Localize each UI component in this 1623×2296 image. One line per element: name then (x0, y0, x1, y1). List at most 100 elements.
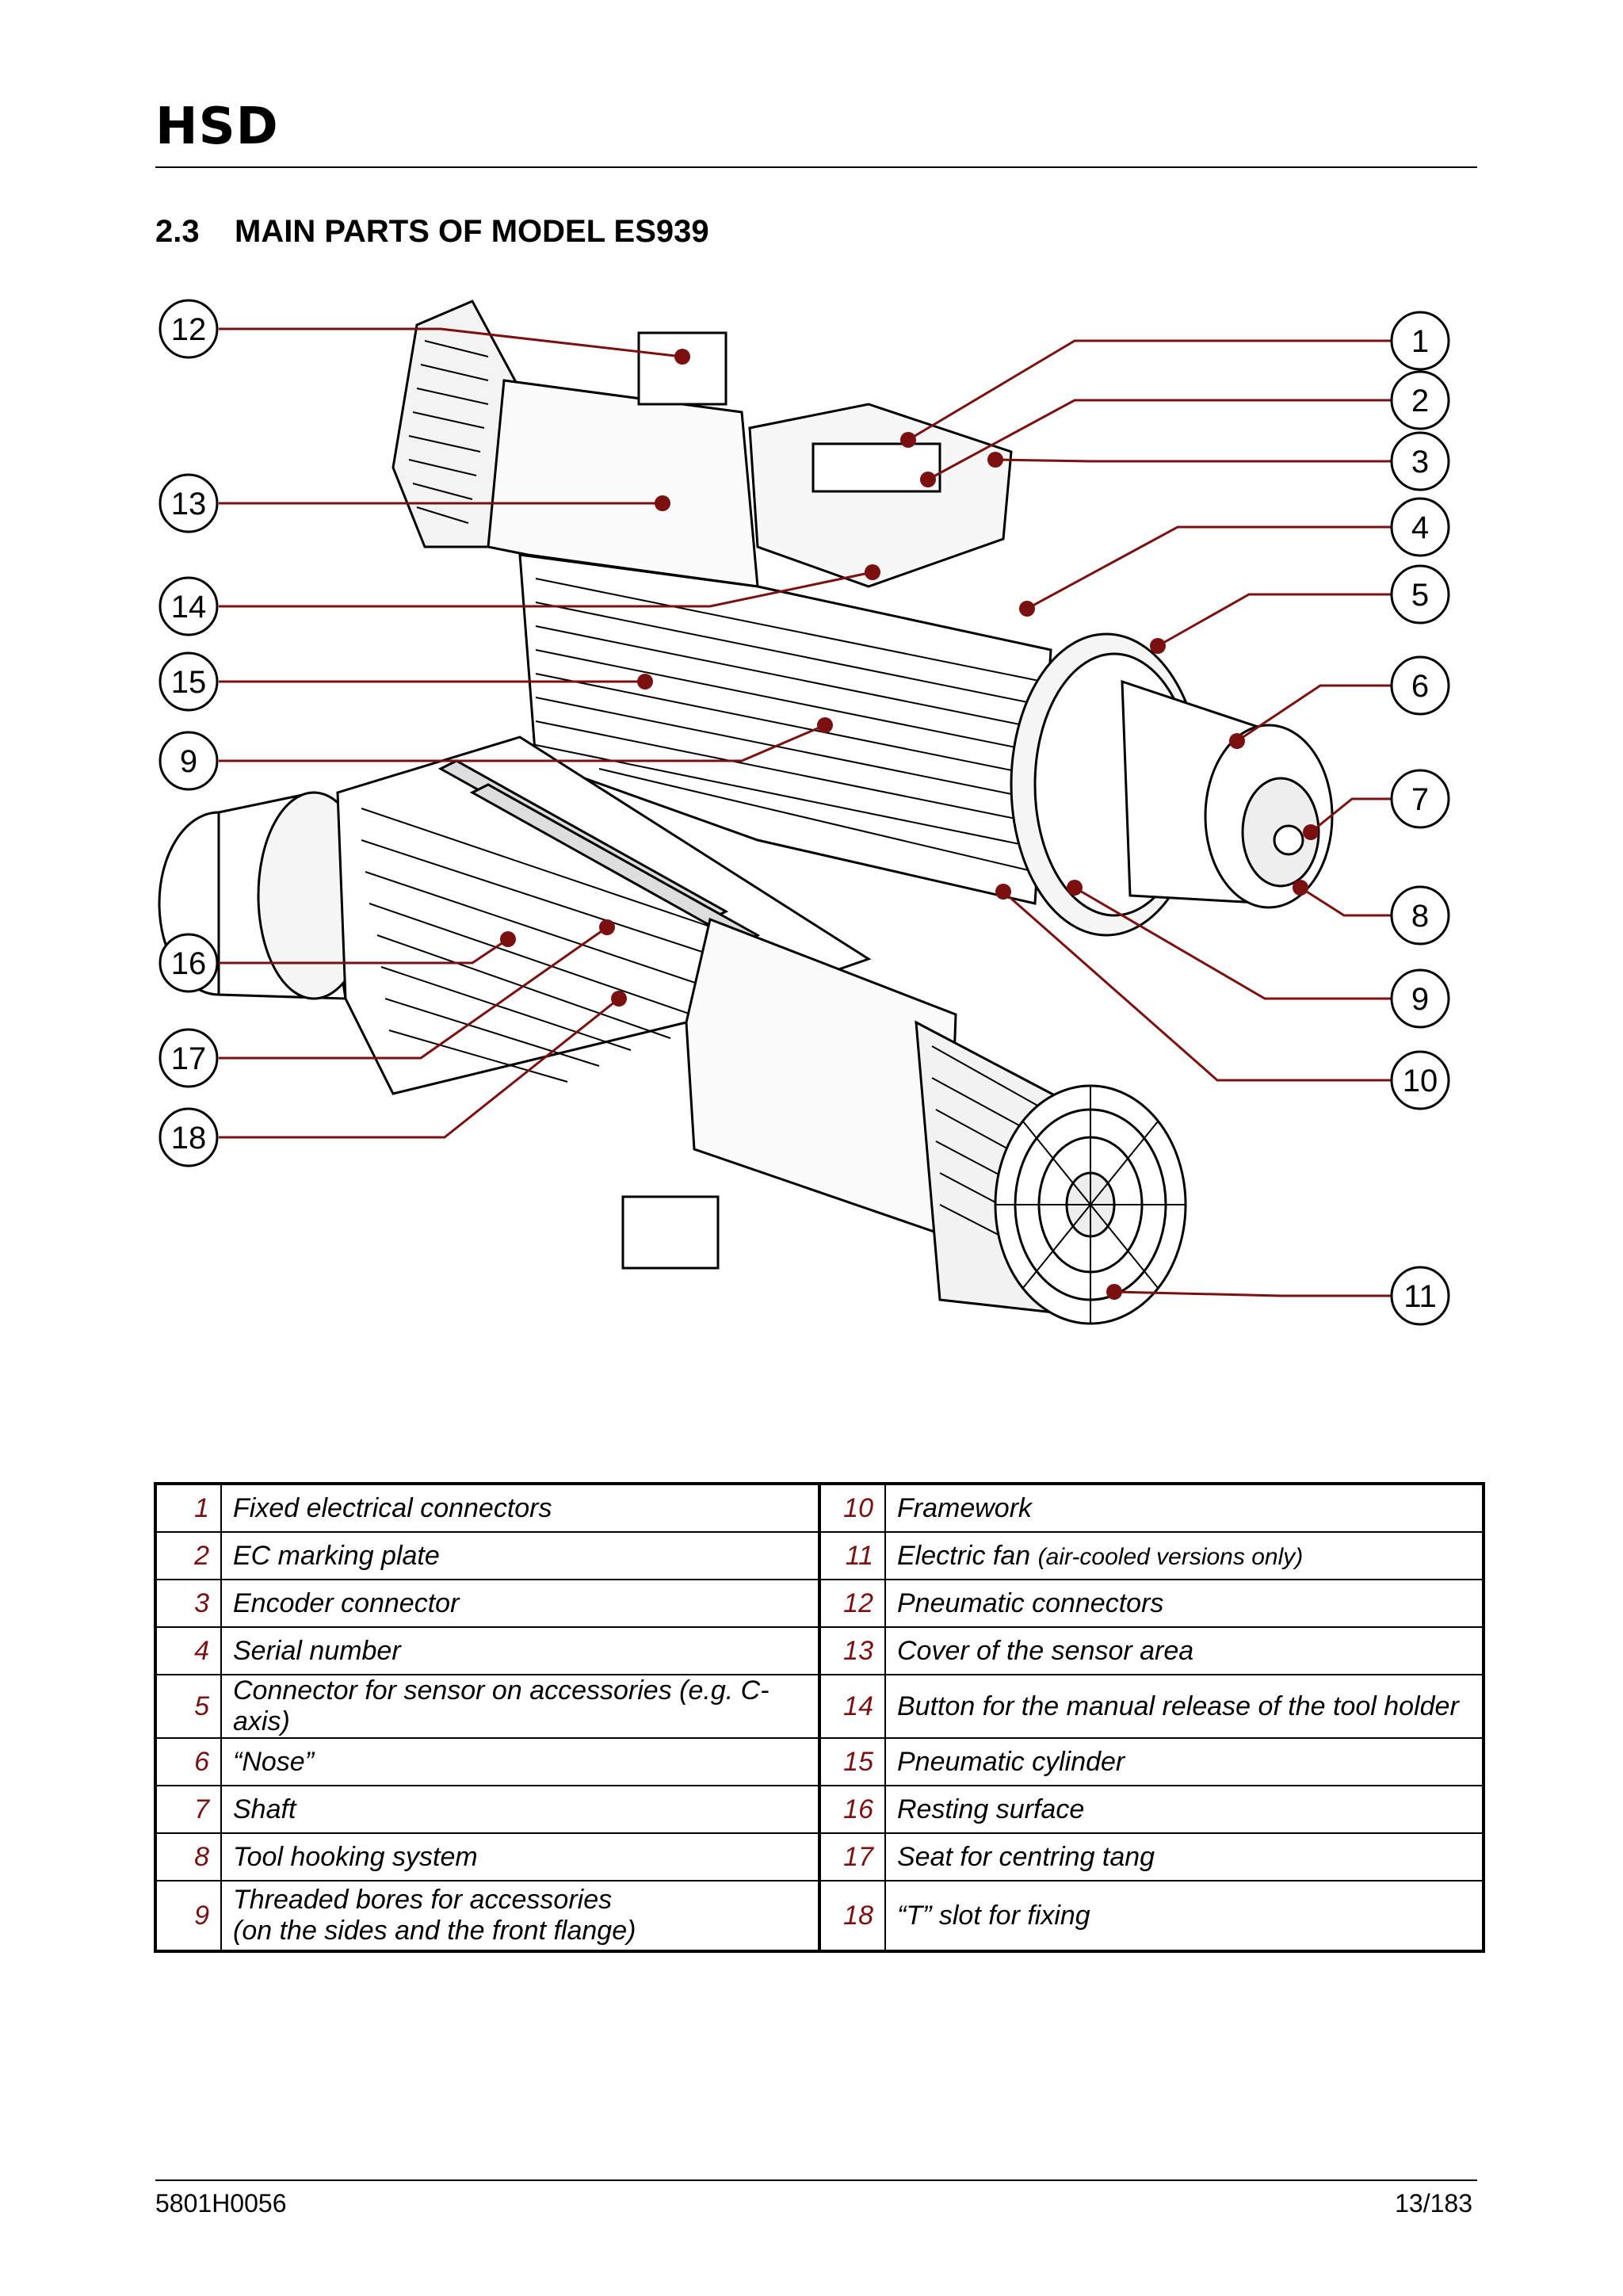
part-description: EC marking plate (220, 1531, 821, 1580)
callout-3: 3 (1390, 431, 1450, 491)
part-number: 5 (155, 1674, 222, 1739)
callout-13: 13 (158, 473, 219, 533)
parts-legend-table: 1 Fixed electrical connectors 10 Framewo… (154, 1482, 1485, 1953)
callout-10: 10 (1390, 1050, 1450, 1110)
callout-13-label: 13 (171, 487, 207, 521)
part-description: Resting surface (884, 1785, 1484, 1834)
callout-2: 2 (1390, 370, 1450, 430)
part-description: Threaded bores for accessories (233, 1885, 613, 1915)
callout-15-label: 15 (171, 665, 207, 700)
callout-10-label: 10 (1403, 1064, 1438, 1098)
part-number: 15 (819, 1737, 886, 1786)
leader-lines (219, 327, 1392, 1297)
callout-7-label: 7 (1411, 782, 1429, 817)
part-description-cell: Threaded bores for accessories(on the si… (220, 1880, 821, 1952)
callout-12: 12 (158, 299, 219, 359)
part-number: 16 (819, 1785, 886, 1834)
page-number: 13/183 (1395, 2189, 1472, 2218)
part-description: “T” slot for fixing (884, 1880, 1484, 1952)
part-number: 11 (819, 1531, 886, 1580)
callout-15: 15 (158, 651, 219, 712)
hsd-logo: HSD (155, 97, 279, 156)
callout-14-label: 14 (171, 590, 207, 625)
part-description: Seat for centring tang (884, 1832, 1484, 1881)
callout-17: 17 (158, 1028, 219, 1088)
callout-2-label: 2 (1411, 384, 1429, 418)
callout-11-label: 11 (1403, 1279, 1437, 1314)
part-number: 18 (819, 1880, 886, 1952)
table-row: 5 Connector for sensor on accessories (e… (155, 1674, 1484, 1739)
part-number: 14 (819, 1674, 886, 1739)
part-number: 3 (155, 1579, 222, 1628)
section-title: MAIN PARTS OF MODEL ES939 (235, 214, 709, 249)
callout-6: 6 (1390, 655, 1450, 716)
part-description: Cover of the sensor area (884, 1626, 1484, 1675)
part-description: Fixed electrical connectors (220, 1483, 821, 1533)
callouts-left: 12 13 14 15 9 16 17 18 (158, 299, 219, 1167)
callout-4-label: 4 (1411, 510, 1429, 545)
callout-7: 7 (1390, 769, 1450, 829)
callout-14: 14 (158, 576, 219, 636)
part-number: 1 (155, 1483, 222, 1533)
leader-dots (500, 349, 1319, 1300)
part-number: 7 (155, 1785, 222, 1834)
part-description: Pneumatic connectors (884, 1579, 1484, 1628)
callout-5-label: 5 (1411, 578, 1429, 613)
part-description: “Nose” (220, 1737, 821, 1786)
callout-5: 5 (1390, 564, 1450, 625)
callout-16: 16 (158, 933, 219, 993)
footer-divider (155, 2179, 1477, 2181)
section-number: 2.3 (155, 214, 200, 249)
header-divider (155, 166, 1477, 168)
spindle-drawing: 12 13 14 15 9 16 17 18 1 2 3 4 5 6 7 8 9… (158, 299, 1450, 1326)
upper-spindle (391, 300, 1334, 937)
section-heading: 2.3 MAIN PARTS OF MODEL ES939 (155, 216, 709, 247)
part-description: Electric fan (897, 1540, 1031, 1571)
callout-18: 18 (158, 1107, 219, 1167)
part-description: Button for the manual release of the too… (884, 1674, 1484, 1739)
lower-spindle (158, 735, 1187, 1325)
part-description-line2: (on the sides and the front flange) (233, 1916, 636, 1946)
part-number: 12 (819, 1579, 886, 1628)
callout-9-left: 9 (158, 731, 219, 791)
callout-9-left-label: 9 (180, 744, 197, 779)
table-row: 8 Tool hooking system 17 Seat for centri… (155, 1832, 1484, 1881)
part-description: Shaft (220, 1785, 821, 1834)
callout-6-label: 6 (1411, 669, 1429, 704)
table-row: 7 Shaft 16 Resting surface (155, 1785, 1484, 1834)
table-row: 4 Serial number 13 Cover of the sensor a… (155, 1626, 1484, 1675)
table-row: 1 Fixed electrical connectors 10 Framewo… (155, 1483, 1484, 1533)
callout-8: 8 (1390, 885, 1450, 946)
part-number: 6 (155, 1737, 222, 1786)
table-row: 2 EC marking plate 11 Electric fan (air-… (155, 1531, 1484, 1580)
part-description: Framework (884, 1483, 1484, 1533)
callouts-right: 1 2 3 4 5 6 7 8 9 10 11 (1390, 311, 1450, 1326)
spindle-diagram: 12 13 14 15 9 16 17 18 1 2 3 4 5 6 7 8 9… (155, 285, 1487, 1435)
part-note: (air-cooled versions only) (1037, 1543, 1304, 1570)
callout-1-label: 1 (1411, 324, 1429, 359)
part-description: Pneumatic cylinder (884, 1737, 1484, 1786)
callout-4: 4 (1390, 497, 1450, 557)
callout-16-label: 16 (171, 946, 207, 981)
part-description: Encoder connector (220, 1579, 821, 1628)
callout-18-label: 18 (171, 1121, 207, 1156)
part-description: Serial number (220, 1626, 821, 1675)
callout-8-label: 8 (1411, 899, 1429, 934)
callout-9-right: 9 (1390, 968, 1450, 1029)
part-number: 9 (155, 1880, 222, 1952)
callout-9-right-label: 9 (1411, 982, 1429, 1017)
table-row: 9 Threaded bores for accessories(on the … (155, 1880, 1484, 1952)
callout-12-label: 12 (171, 312, 207, 347)
callout-11: 11 (1390, 1266, 1450, 1326)
callout-1: 1 (1390, 311, 1450, 371)
callout-17-label: 17 (171, 1041, 207, 1076)
part-description: Connector for sensor on accessories (e.g… (220, 1674, 821, 1739)
table-row: 3 Encoder connector 12 Pneumatic connect… (155, 1579, 1484, 1628)
part-number: 10 (819, 1483, 886, 1533)
callout-3-label: 3 (1411, 445, 1429, 479)
table-row: 6 “Nose” 15 Pneumatic cylinder (155, 1737, 1484, 1786)
part-description-cell: Electric fan (air-cooled versions only) (884, 1531, 1484, 1580)
part-number: 13 (819, 1626, 886, 1675)
document-code: 5801H0056 (155, 2189, 287, 2218)
part-number: 4 (155, 1626, 222, 1675)
